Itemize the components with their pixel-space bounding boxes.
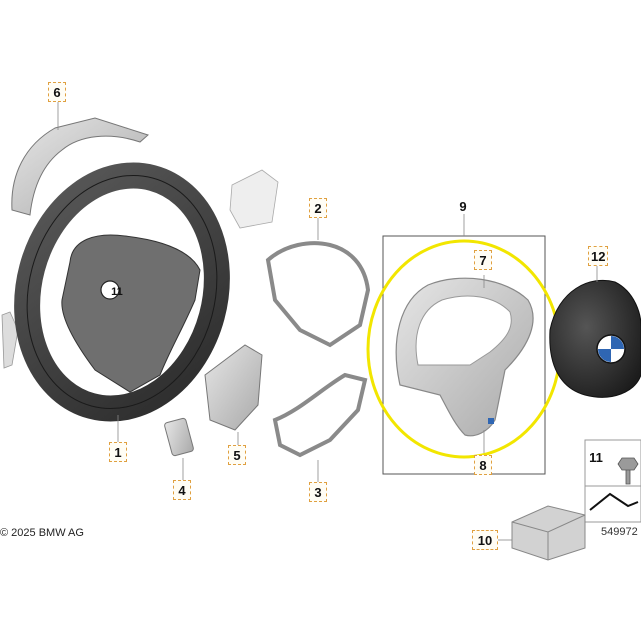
callout-11-hub[interactable]: 11 <box>111 286 123 298</box>
diagram-id: 549972 <box>601 526 638 538</box>
callout-1[interactable]: 1 <box>109 442 127 462</box>
diagram-id-box <box>584 485 641 523</box>
sticker-icon <box>589 492 639 511</box>
wiring-harness-lower-part <box>272 372 368 458</box>
callout-2[interactable]: 2 <box>309 198 327 218</box>
trim-cover-part <box>11 117 149 216</box>
steering-wheel-part <box>14 162 230 442</box>
bracket-plate-part <box>204 344 263 431</box>
callout-6[interactable]: 6 <box>48 82 66 102</box>
callout-5[interactable]: 5 <box>228 445 246 465</box>
paddle-left <box>1 311 19 369</box>
connector-part <box>164 417 194 457</box>
callout-12[interactable]: 12 <box>588 246 609 266</box>
paddle-top <box>229 169 279 229</box>
wiring-harness-upper-part <box>265 241 371 348</box>
trim-frame-part <box>395 275 534 458</box>
callout-8[interactable]: 8 <box>474 455 492 475</box>
box-package-part <box>498 505 586 561</box>
callout-10[interactable]: 10 <box>472 530 498 550</box>
callout-11[interactable]: 11 <box>589 449 603 465</box>
callout-7[interactable]: 7 <box>474 250 492 270</box>
hex-bolt-icon <box>617 457 639 485</box>
callout-9[interactable]: 9 <box>459 198 467 214</box>
callout-4[interactable]: 4 <box>173 480 191 500</box>
callout-3[interactable]: 3 <box>309 482 327 502</box>
copyright-text: © 2025 BMW AG <box>0 527 84 539</box>
airbag-module-part <box>549 266 641 398</box>
